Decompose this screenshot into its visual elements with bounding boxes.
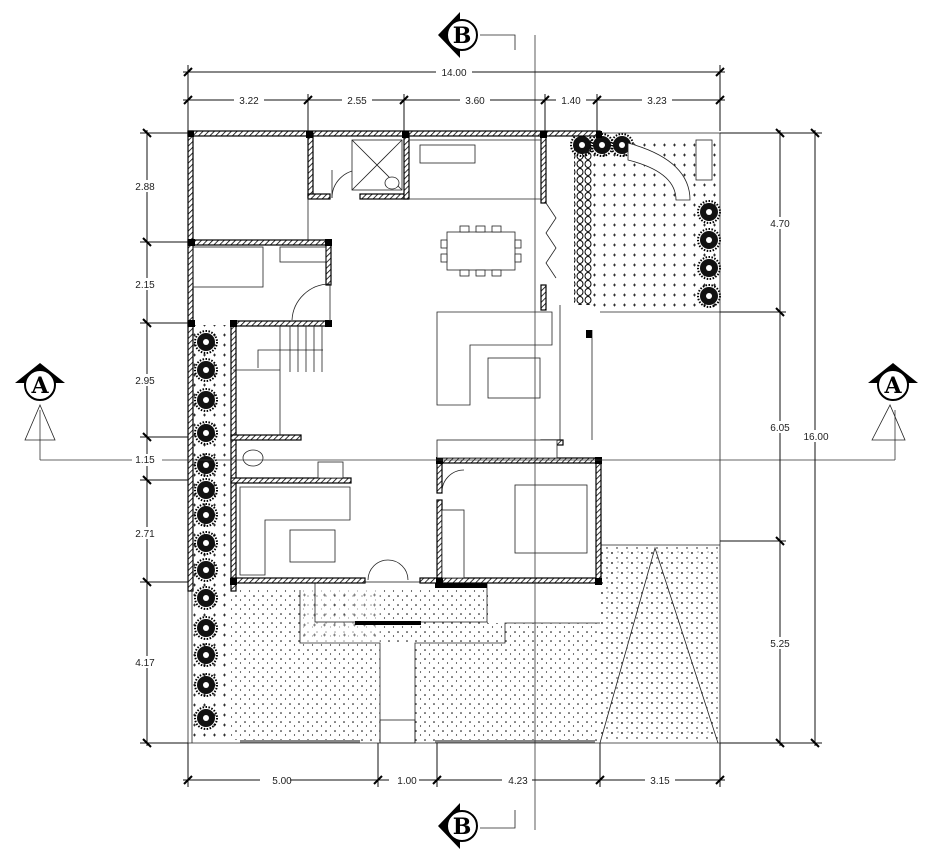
sofa — [239, 486, 351, 576]
gate — [240, 740, 360, 743]
svg-text:2.71: 2.71 — [135, 529, 155, 540]
dimension-labels: 14.00 3.22 2.55 3.60 1.40 3.23 2.88 2.15… — [132, 66, 832, 787]
step — [355, 621, 421, 625]
svg-text:2.88: 2.88 — [135, 182, 155, 193]
coffee-table — [487, 357, 541, 399]
svg-text:1.15: 1.15 — [135, 455, 155, 466]
svg-text:B: B — [453, 23, 472, 49]
interior-lines — [192, 139, 557, 581]
bed — [514, 484, 588, 554]
svg-text:2.15: 2.15 — [135, 280, 155, 291]
dining-table — [446, 231, 516, 271]
svg-text:4.17: 4.17 — [135, 658, 155, 669]
section-marker-b-top: B — [438, 12, 478, 58]
section-marker-a-left: A — [15, 363, 65, 401]
svg-text:2.95: 2.95 — [135, 376, 155, 387]
svg-text:A: A — [883, 373, 902, 399]
gate — [435, 740, 595, 743]
svg-text:1.00: 1.00 — [397, 776, 417, 787]
svg-text:2.55: 2.55 — [347, 96, 367, 107]
svg-text:14.00: 14.00 — [441, 68, 466, 79]
furniture — [239, 139, 713, 579]
svg-text:1.40: 1.40 — [561, 96, 581, 107]
section-marker-a-right: A — [868, 363, 918, 401]
walls — [187, 130, 602, 592]
svg-text:4.70: 4.70 — [770, 219, 790, 230]
svg-text:6.05: 6.05 — [770, 423, 790, 434]
svg-text:B: B — [453, 814, 472, 840]
svg-text:3.15: 3.15 — [650, 776, 670, 787]
coffee-table — [289, 529, 336, 563]
sofa — [436, 311, 553, 406]
svg-text:4.23: 4.23 — [508, 776, 528, 787]
svg-text:5.00: 5.00 — [272, 776, 292, 787]
svg-text:3.60: 3.60 — [465, 96, 485, 107]
svg-text:3.23: 3.23 — [647, 96, 667, 107]
section-lines — [24, 34, 906, 830]
svg-text:16.00: 16.00 — [803, 432, 828, 443]
site-boundary — [187, 132, 721, 744]
svg-text:A: A — [30, 373, 49, 399]
svg-text:3.22: 3.22 — [239, 96, 259, 107]
svg-text:5.25: 5.25 — [770, 639, 790, 650]
section-marker-b-bottom: B — [438, 803, 478, 849]
dimension-lines — [140, 65, 822, 787]
